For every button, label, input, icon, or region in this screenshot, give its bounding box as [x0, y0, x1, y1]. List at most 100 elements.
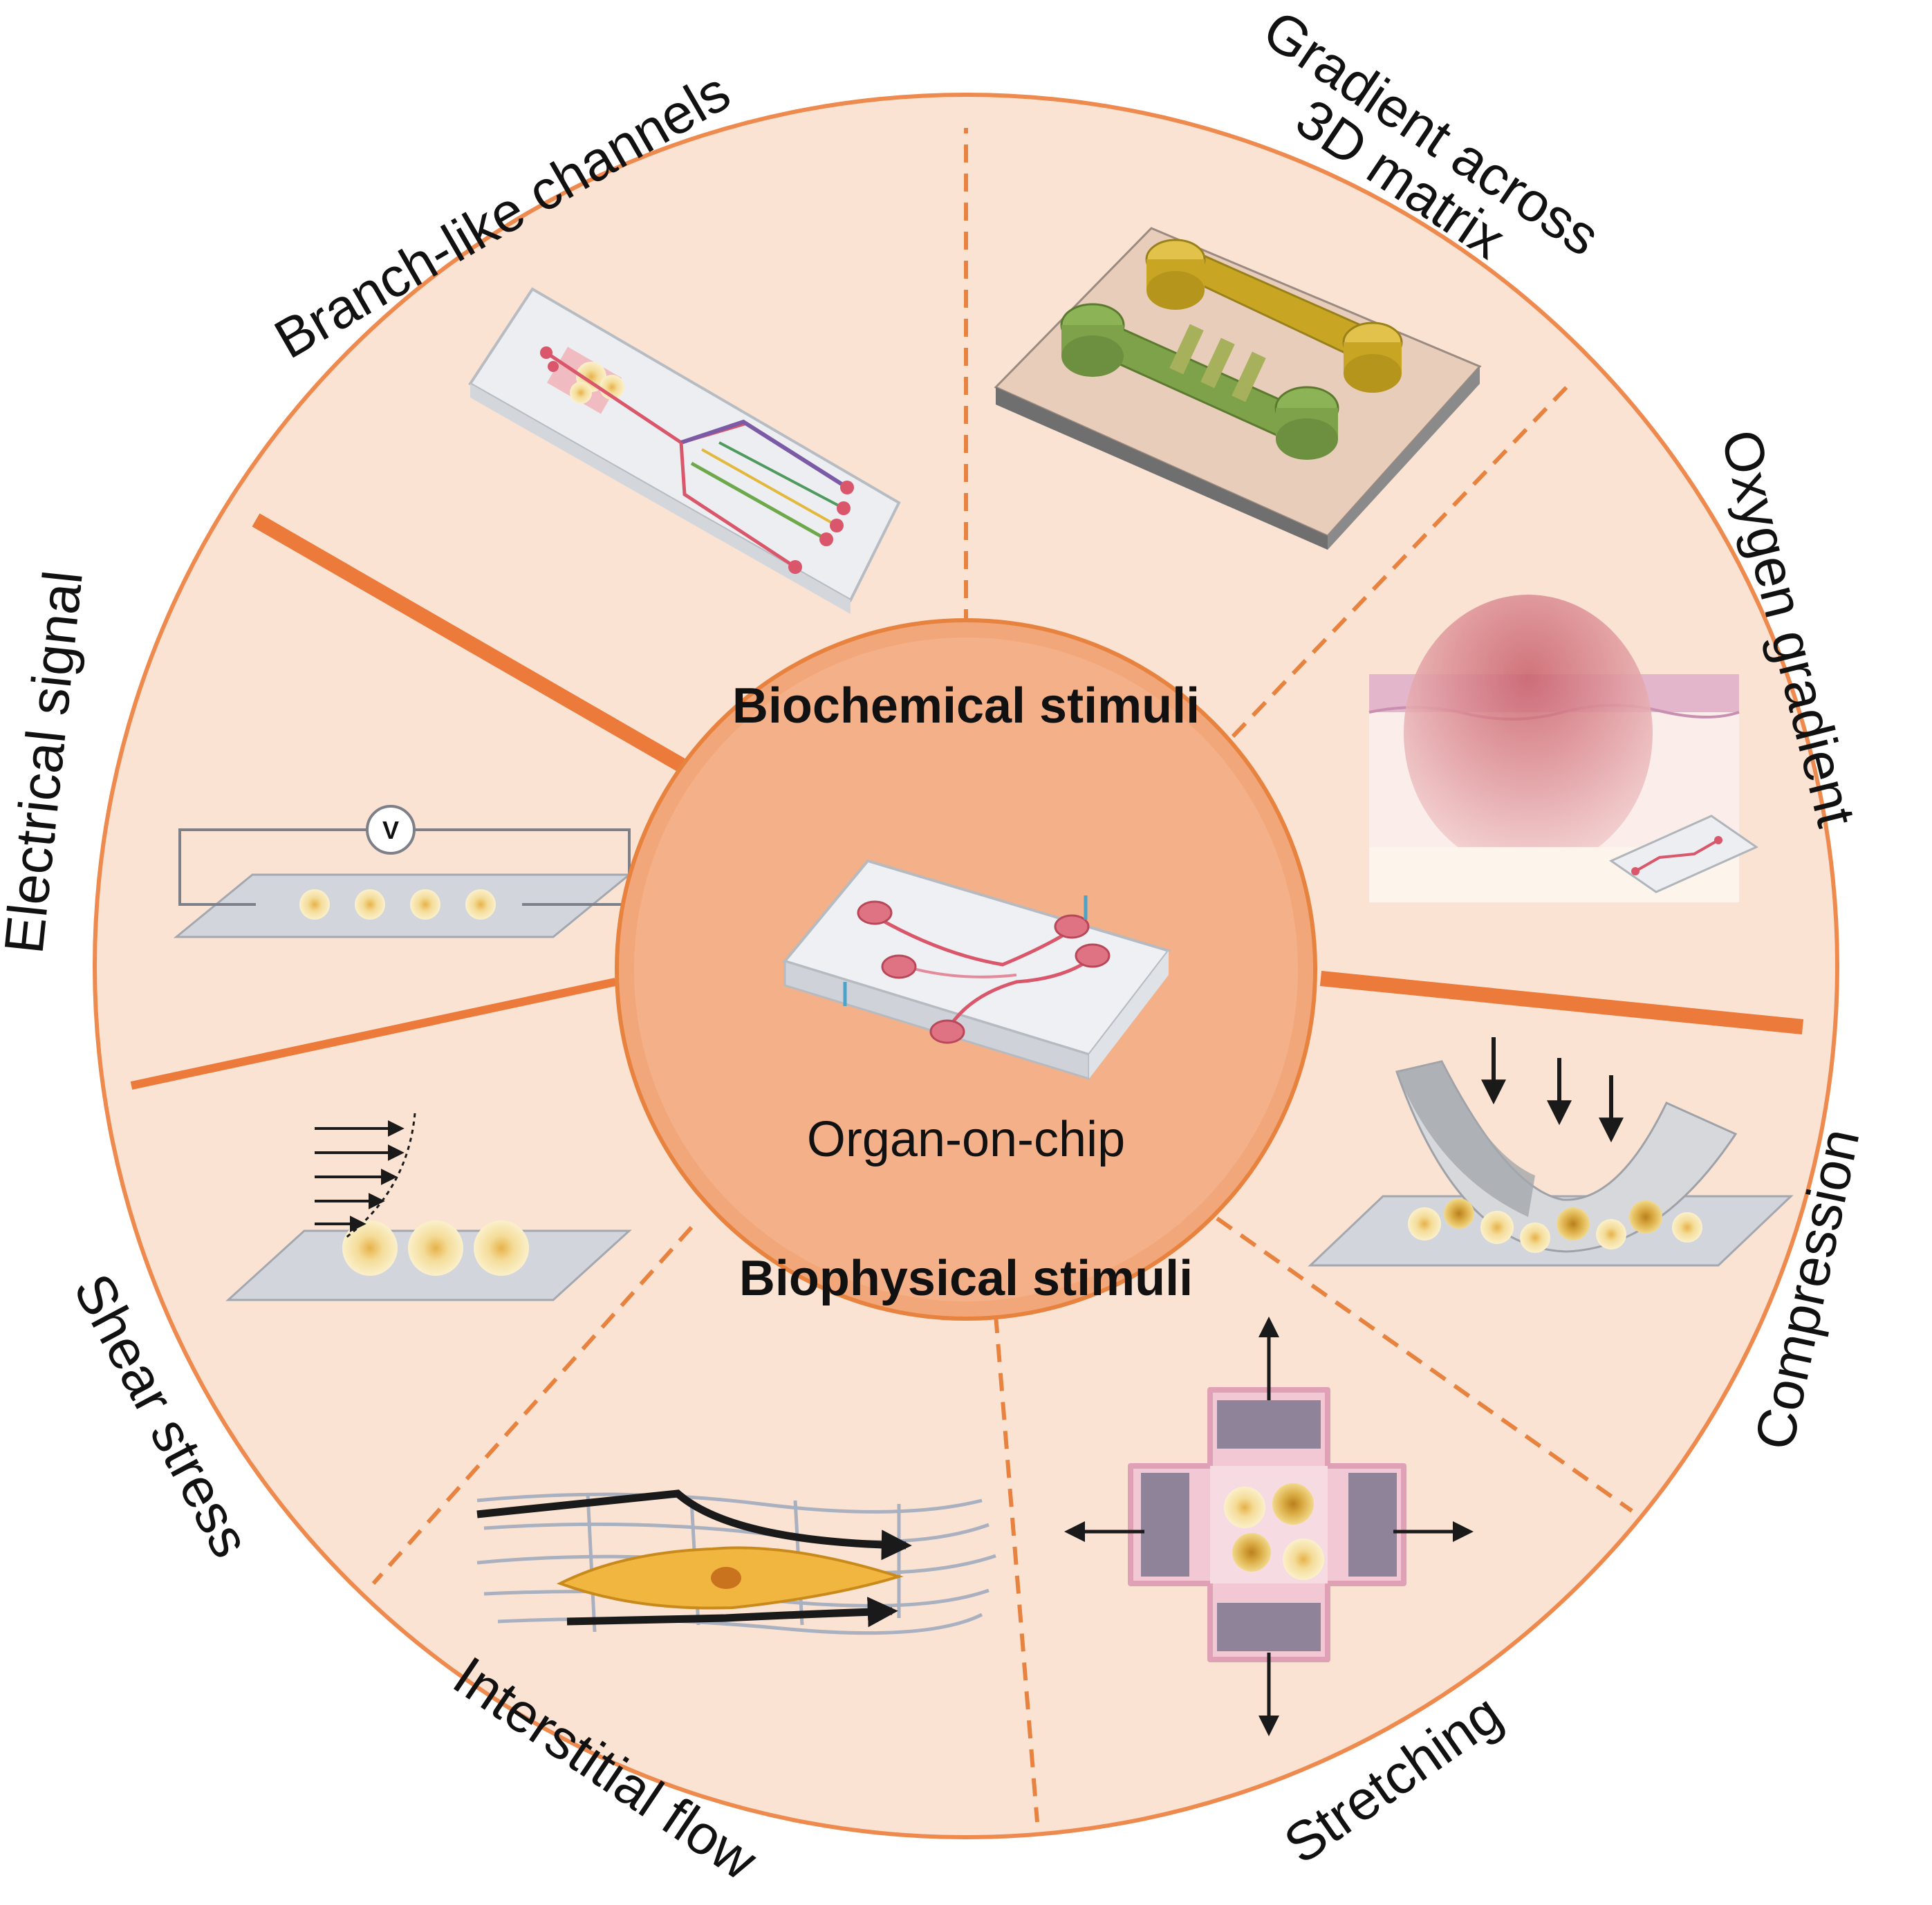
- branch-channels-illustration: [468, 287, 901, 614]
- mini-chip-port: [1631, 867, 1640, 875]
- port-dots: [540, 346, 854, 574]
- matrix-post: [1200, 337, 1235, 389]
- flow-arrow-bottom: [566, 1597, 898, 1628]
- branch-channel-purple: [680, 419, 848, 490]
- chip-port: [1075, 943, 1111, 968]
- green-reservoir-base: [1061, 335, 1124, 377]
- cell: [410, 889, 440, 920]
- cell: [1596, 1219, 1626, 1249]
- center-chip-channel-top: [873, 914, 1073, 967]
- branch-channel-red: [679, 442, 797, 569]
- chip-slide-edge: [470, 384, 851, 614]
- stretch-cells: [1224, 1483, 1324, 1580]
- center-title: Organ-on-chip: [807, 1112, 1125, 1167]
- cell-nucleus: [711, 1567, 741, 1589]
- cell: [342, 1220, 398, 1276]
- matrix-block-left: [996, 387, 1328, 550]
- cell: [1224, 1487, 1265, 1528]
- port-dot: [819, 532, 833, 546]
- matrix-block-right: [1328, 366, 1480, 550]
- hypoxic-zone: [1404, 595, 1653, 871]
- flow-arrow-top: [476, 1489, 912, 1561]
- cell: [1232, 1533, 1271, 1572]
- cell: [1520, 1223, 1550, 1253]
- cell: [465, 889, 496, 920]
- cell: [1480, 1211, 1514, 1244]
- dashed-dividers: [371, 128, 1633, 1823]
- cell: [299, 889, 330, 920]
- shear-flow-arrows: [315, 1120, 405, 1232]
- cell: [1272, 1483, 1314, 1525]
- compression-illustration: [1308, 1037, 1794, 1267]
- stretching-illustration: [1064, 1317, 1474, 1736]
- solid-dividers: [130, 513, 1804, 1090]
- cell: [1672, 1212, 1702, 1243]
- center-chip-flow-arrows: [843, 895, 1088, 1006]
- center-chip-side-right: [1089, 951, 1169, 1079]
- port-dot: [840, 481, 854, 494]
- shear-stress-illustration: [225, 1113, 632, 1301]
- gradient-matrix-illustration: [994, 227, 1482, 550]
- label-electrical-signal: Electrical signal: [0, 568, 94, 956]
- grip-pad-top: [1217, 1400, 1321, 1449]
- electrical-cells: [299, 889, 496, 920]
- voltmeter-symbol: V: [382, 816, 399, 844]
- cell-cluster: [570, 382, 592, 404]
- yellow-reservoir-base: [1344, 354, 1402, 393]
- matrix-post: [1169, 324, 1204, 375]
- cell: [1408, 1207, 1441, 1240]
- divider-oxygen-compression: [1319, 971, 1804, 1034]
- chip-port: [881, 954, 917, 979]
- divider-shear-electrical: [130, 978, 617, 1090]
- port-dot: [837, 501, 851, 515]
- oxygen-gradient-illustration: [1368, 595, 1759, 902]
- cell-layer: [1408, 1198, 1702, 1253]
- compression-arrows: [1481, 1037, 1624, 1143]
- biochemical-stimuli-label: Biochemical stimuli: [732, 678, 1200, 734]
- chip-port: [929, 1019, 965, 1044]
- yellow-reservoir-base: [1146, 271, 1205, 310]
- mini-chip-port: [1714, 836, 1722, 844]
- interstitial-flow-illustration: [476, 1489, 996, 1635]
- voltmeter: [366, 805, 416, 855]
- center-chip-ports: [857, 900, 1111, 1044]
- stretch-arrows: [1064, 1317, 1474, 1736]
- port-dot: [788, 560, 802, 574]
- fiber: [586, 1493, 597, 1633]
- branch-channel-green2: [718, 441, 844, 510]
- matrix-post: [1232, 351, 1266, 402]
- green-reservoir-base: [1276, 418, 1338, 460]
- divider-stretching-interstitial: [994, 1314, 1039, 1823]
- branch-channel-yellow: [701, 448, 837, 527]
- mini-chip-channel: [1635, 839, 1719, 873]
- divider-interstitial-shear: [371, 1226, 694, 1585]
- center-chip-illustration: [782, 859, 1171, 1081]
- grip-pad-right: [1348, 1473, 1397, 1577]
- cell: [1557, 1207, 1590, 1240]
- matrix-posts: [1169, 324, 1266, 402]
- cell: [474, 1220, 529, 1276]
- grip-pad-left: [1141, 1473, 1189, 1577]
- biophysical-stimuli-label: Biophysical stimuli: [739, 1251, 1193, 1306]
- grip-pads: [1141, 1400, 1397, 1651]
- divider-electrical-branch: [252, 513, 696, 778]
- center-chip-channel-bottom: [945, 956, 1094, 1032]
- port-dot: [548, 361, 559, 372]
- branch-channel-green: [690, 461, 828, 541]
- divider-gradient-oxygen: [1231, 378, 1575, 738]
- electrical-signal-illustration: V: [173, 805, 633, 938]
- grip-pad-bottom: [1217, 1603, 1321, 1651]
- cell: [408, 1220, 463, 1276]
- cell: [1283, 1539, 1324, 1580]
- chip-port: [1054, 914, 1090, 939]
- chip-port: [857, 900, 893, 925]
- cell: [1444, 1198, 1474, 1229]
- divider-compression-stretching: [1216, 1216, 1633, 1513]
- port-dot: [830, 519, 844, 532]
- cell: [355, 889, 385, 920]
- compression-plate-shade: [1397, 1061, 1535, 1217]
- cell: [1629, 1200, 1662, 1234]
- port-dot: [540, 346, 552, 359]
- fiber: [476, 1492, 983, 1514]
